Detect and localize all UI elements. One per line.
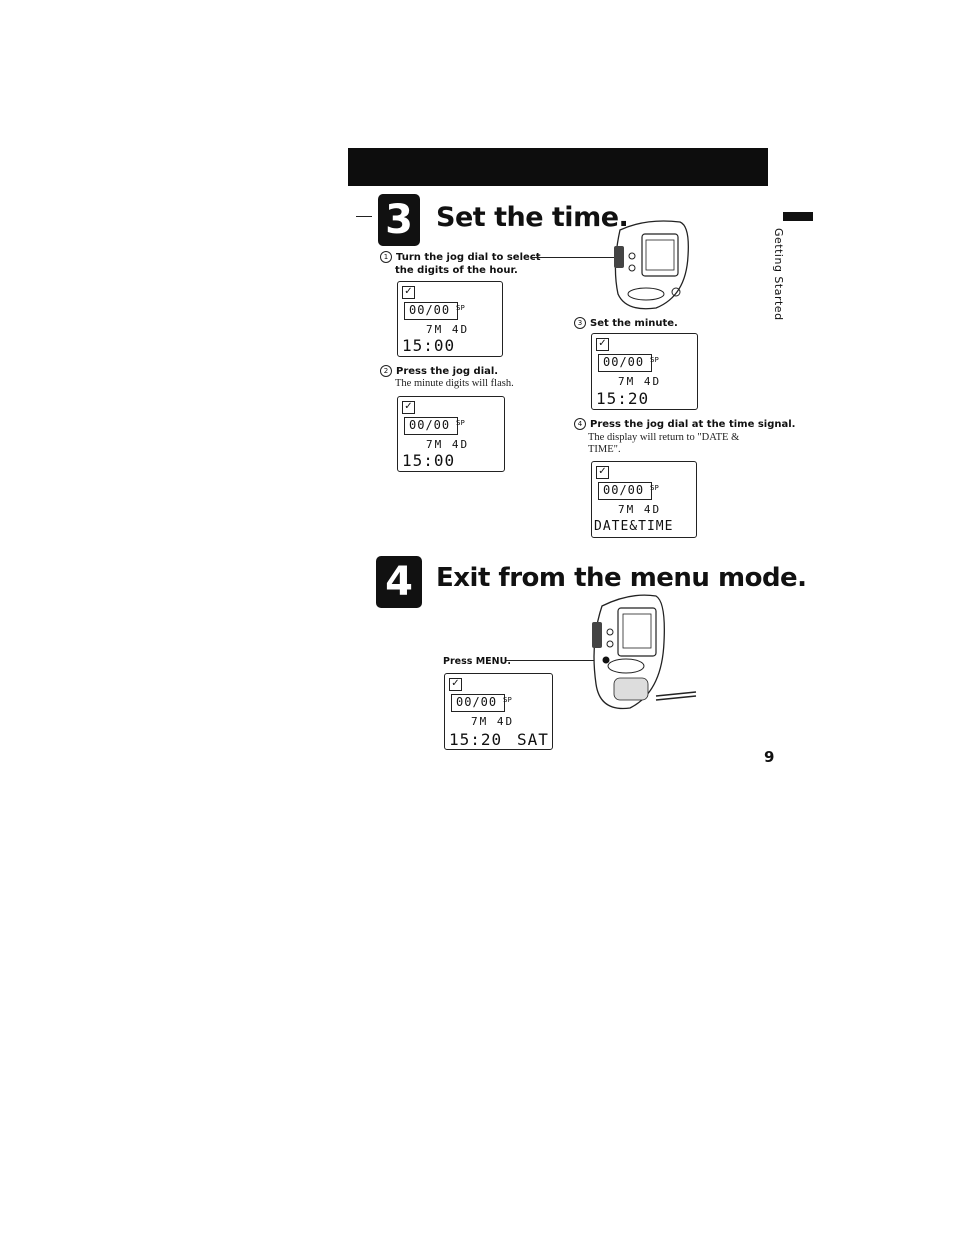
leader-line-jog (531, 257, 621, 258)
check-icon: ✓ (449, 678, 462, 691)
lcd-sp: SP (456, 304, 465, 312)
section-title-exit-menu: Exit from the menu mode. (436, 563, 807, 593)
lcd-time: 15:00 (402, 451, 456, 470)
lcd-date: 7M 4D (618, 503, 662, 516)
lcd-display-5: ✓ 00/00 SP 7M 4D 15:20 SAT (444, 673, 553, 750)
step-badge-4: 4 (376, 556, 422, 608)
page-number: 9 (764, 748, 775, 766)
lcd-display-2: ✓ 00/00 SP 7M 4D 15:00 (397, 396, 505, 472)
lcd-display-1: ✓ 00/00 SP 7M 4D 15:00 (397, 281, 503, 357)
step-3-label: 3 Set the minute. (574, 317, 678, 330)
check-icon: ✓ (402, 401, 415, 414)
header-bar (348, 148, 768, 186)
lcd-sp: SP (456, 419, 465, 427)
lcd-date: 7M 4D (426, 323, 470, 336)
step-2-label: 2 Press the jog dial. (380, 365, 498, 378)
lcd-sp: SP (650, 484, 659, 492)
lcd-display-3: ✓ 00/00 SP 7M 4D 15:20 (591, 333, 698, 410)
lcd-segment: 00/00 (404, 417, 458, 435)
lcd-sp: SP (503, 696, 512, 704)
check-icon: ✓ (596, 338, 609, 351)
heading-arrow (356, 216, 372, 217)
lcd-date: 7M 4D (471, 715, 515, 728)
recorder-illustration-with-cord (592, 594, 697, 710)
lcd-segment: 00/00 (404, 302, 458, 320)
step-1-text-line1: Turn the jog dial to select (396, 252, 541, 263)
sidebar-tab-marker (783, 212, 813, 221)
step-3-number: 3 (574, 317, 586, 329)
step-4-number: 4 (574, 418, 586, 430)
step-4-note-line1: The display will return to "DATE & (588, 432, 740, 443)
step-4-note: The display will return to "DATE & TIME"… (588, 432, 739, 456)
step-2-number: 2 (380, 365, 392, 377)
recorder-illustration (614, 220, 689, 310)
press-menu-label: Press MENU. (443, 656, 511, 667)
step-badge-3: 3 (378, 194, 420, 246)
lcd-segment: 00/00 (598, 354, 652, 372)
step-1-text-line2: the digits of the hour. (395, 265, 518, 276)
section-title-set-time: Set the time. (436, 202, 629, 233)
check-icon: ✓ (402, 286, 415, 299)
leader-line-menu (506, 660, 606, 661)
step-1-number: 1 (380, 251, 392, 263)
lcd-date-time-text: DATE&TIME (594, 519, 674, 534)
step-2-text: Press the jog dial. (396, 366, 499, 377)
step-1-label: 1 Turn the jog dial to select the digits … (380, 251, 541, 277)
lcd-time: 15:20 (449, 730, 503, 749)
lcd-date: 7M 4D (426, 438, 470, 451)
step-3-text: Set the minute. (590, 318, 678, 329)
lcd-sp: SP (650, 356, 659, 364)
lcd-segment: 00/00 (598, 482, 652, 500)
lcd-time: 15:00 (402, 336, 456, 355)
lcd-segment: 00/00 (451, 694, 505, 712)
check-icon: ✓ (596, 466, 609, 479)
step-2-note: The minute digits will flash. (395, 378, 514, 389)
lcd-date: 7M 4D (618, 375, 662, 388)
step-4-note-line2: TIME". (588, 444, 621, 455)
step-4-label: 4 Press the jog dial at the time signal. (574, 418, 795, 431)
sidebar-section-label: Getting Started (772, 228, 785, 321)
step-4-text: Press the jog dial at the time signal. (590, 419, 796, 430)
lcd-time: 15:20 (596, 389, 650, 408)
lcd-display-4: ✓ 00/00 SP 7M 4D DATE&TIME (591, 461, 697, 538)
lcd-day: SAT (517, 730, 549, 749)
